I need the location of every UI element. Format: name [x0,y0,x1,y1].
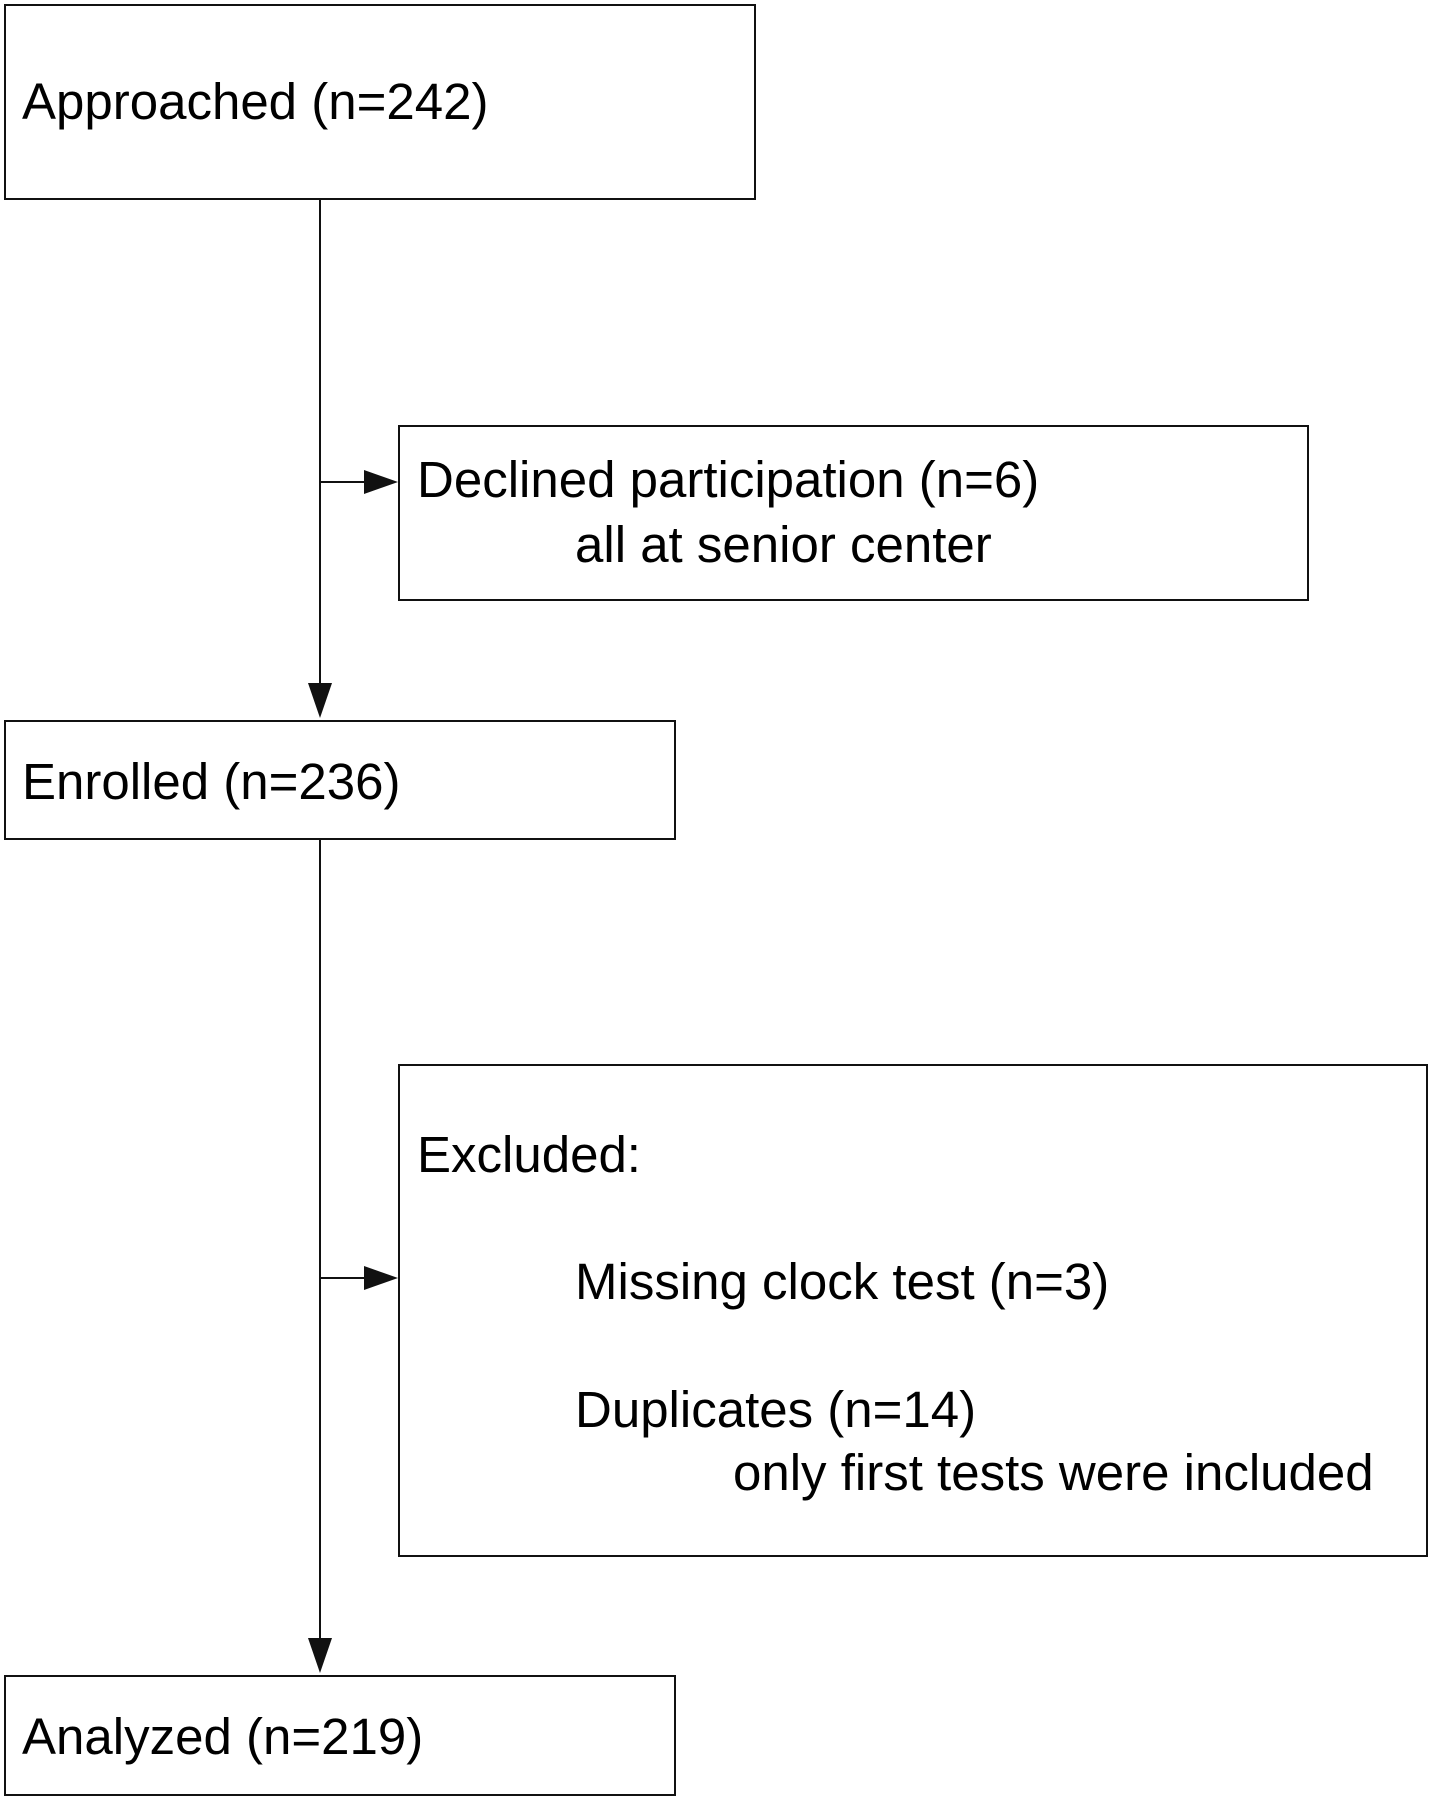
analyzed-box [4,1675,676,1796]
enrolled-label: Enrolled (n=236) [22,753,401,810]
arrowhead-to-excluded [364,1266,398,1290]
arrowhead-to-analyzed [308,1638,332,1673]
excluded-box [398,1064,1428,1557]
approached-box [4,4,756,200]
arrowhead-to-enrolled [308,683,332,718]
excluded-duplicates-detail: only first tests were included [733,1444,1374,1501]
excluded-missing-clock-test: Missing clock test (n=3) [575,1253,1110,1310]
approached-label: Approached (n=242) [22,73,489,130]
enrolled-box [4,720,676,840]
excluded-heading: Excluded: [417,1126,641,1183]
declined-detail: all at senior center [575,516,992,573]
declined-box [398,425,1309,601]
analyzed-label: Analyzed (n=219) [22,1708,424,1765]
arrowhead-to-declined [364,470,398,494]
excluded-duplicates: Duplicates (n=14) [575,1381,977,1438]
declined-label: Declined participation (n=6) [417,451,1040,508]
